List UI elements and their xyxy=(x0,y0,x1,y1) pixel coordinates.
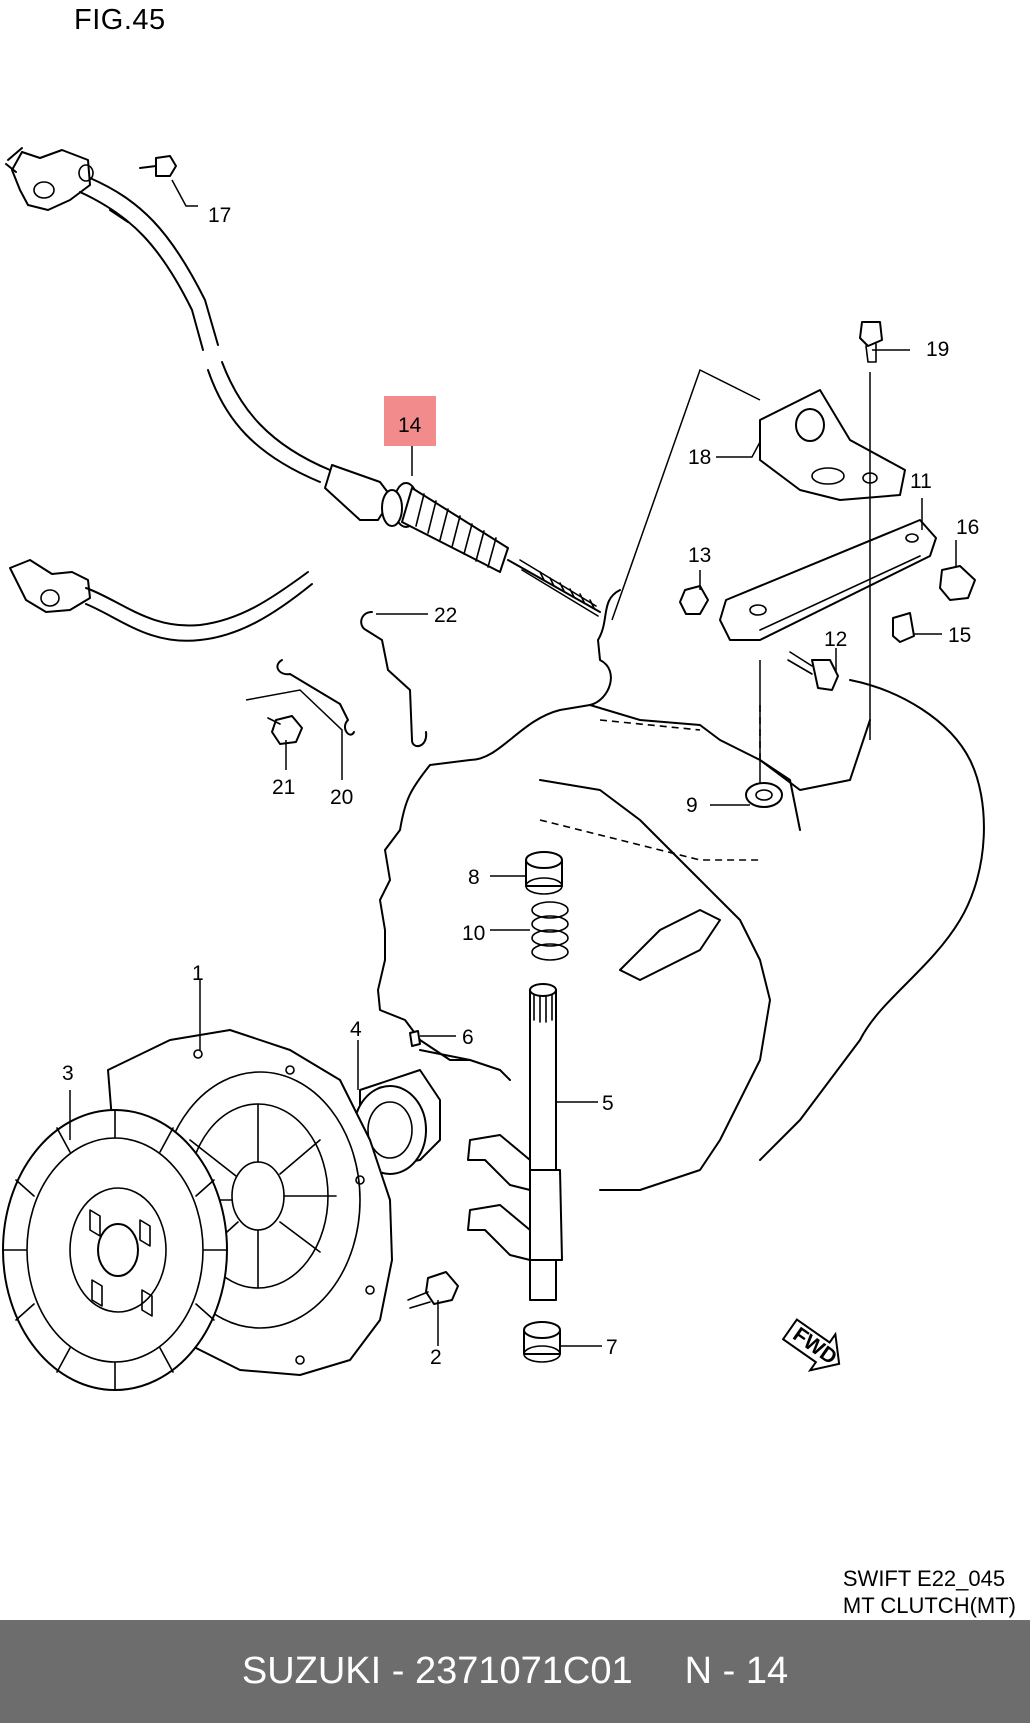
footer-part-number: 2371071C01 xyxy=(415,1650,633,1692)
highlight-box-14 xyxy=(384,396,436,446)
part-18-bracket-drawing xyxy=(759,389,906,501)
part-3-clutch-disc-drawing xyxy=(2,1109,228,1391)
clutch-cable-drawing xyxy=(5,147,601,617)
callout-1: 1 xyxy=(192,962,204,985)
footer-ref: N - 14 xyxy=(684,1650,789,1692)
callout-22: 22 xyxy=(434,604,457,627)
small-hardware-drawing xyxy=(679,565,976,691)
callout-4: 4 xyxy=(350,1018,362,1041)
footer-bar: SUZUKI - 2371071C01 N - 14 xyxy=(0,1620,1030,1723)
clips-drawing xyxy=(267,611,428,748)
callout-10: 10 xyxy=(462,922,485,945)
footer-brand: SUZUKI xyxy=(241,1650,382,1692)
figure-title: FIG.45 xyxy=(74,4,166,36)
callout-7: 7 xyxy=(606,1336,618,1359)
caption-line-2: MT CLUTCH(MT) xyxy=(842,1593,1016,1618)
callout-12: 12 xyxy=(824,628,847,651)
callout-13: 13 xyxy=(688,544,711,567)
part-8-bushing-drawing xyxy=(525,851,563,895)
part-7-bushing-drawing xyxy=(523,1321,561,1363)
clutch-exploded-diagram: FWD 14 17 19 18 11 16 13 22 15 12 21 20 … xyxy=(2,147,985,1391)
diagram-caption: SWIFT E22_045 MT CLUTCH(MT) xyxy=(843,1565,1016,1619)
leader-lines xyxy=(69,179,957,1347)
footer-separator: - xyxy=(381,1650,415,1692)
callout-9: 9 xyxy=(686,794,698,817)
callout-6: 6 xyxy=(462,1026,474,1049)
callout-14: 14 xyxy=(398,414,422,437)
footer-text: SUZUKI - 2371071C01 N - 14 xyxy=(0,1620,1030,1723)
callout-18: 18 xyxy=(688,446,711,469)
fwd-arrow: FWD xyxy=(781,1318,841,1372)
callout-11: 11 xyxy=(910,470,932,493)
callout-labels: 14 17 19 18 11 16 13 22 15 12 21 20 9 8 … xyxy=(62,204,979,1369)
pipe-bracket-drawing xyxy=(9,559,313,642)
callout-16: 16 xyxy=(956,516,979,539)
callout-8: 8 xyxy=(468,866,480,889)
callout-3: 3 xyxy=(62,1062,74,1085)
part-10-spring-drawing xyxy=(531,901,569,961)
part-17-bolt-drawing xyxy=(139,155,177,177)
part-19-bolt-drawing xyxy=(859,321,883,363)
caption-line-1: SWIFT E22_045 xyxy=(842,1566,1006,1591)
callout-19: 19 xyxy=(926,338,949,361)
part-2-bolt-drawing xyxy=(407,1271,459,1309)
part-6-pin-drawing xyxy=(409,1030,421,1047)
callout-15: 15 xyxy=(948,624,971,647)
callout-5: 5 xyxy=(602,1092,614,1115)
callout-17: 17 xyxy=(208,204,231,227)
callout-2: 2 xyxy=(430,1346,442,1369)
part-5-shaft-fork-drawing xyxy=(467,983,563,1301)
callout-21: 21 xyxy=(272,776,295,799)
transmission-housing-drawing xyxy=(377,589,985,1191)
part-9-washer-drawing xyxy=(745,782,783,808)
callout-20: 20 xyxy=(330,786,353,809)
